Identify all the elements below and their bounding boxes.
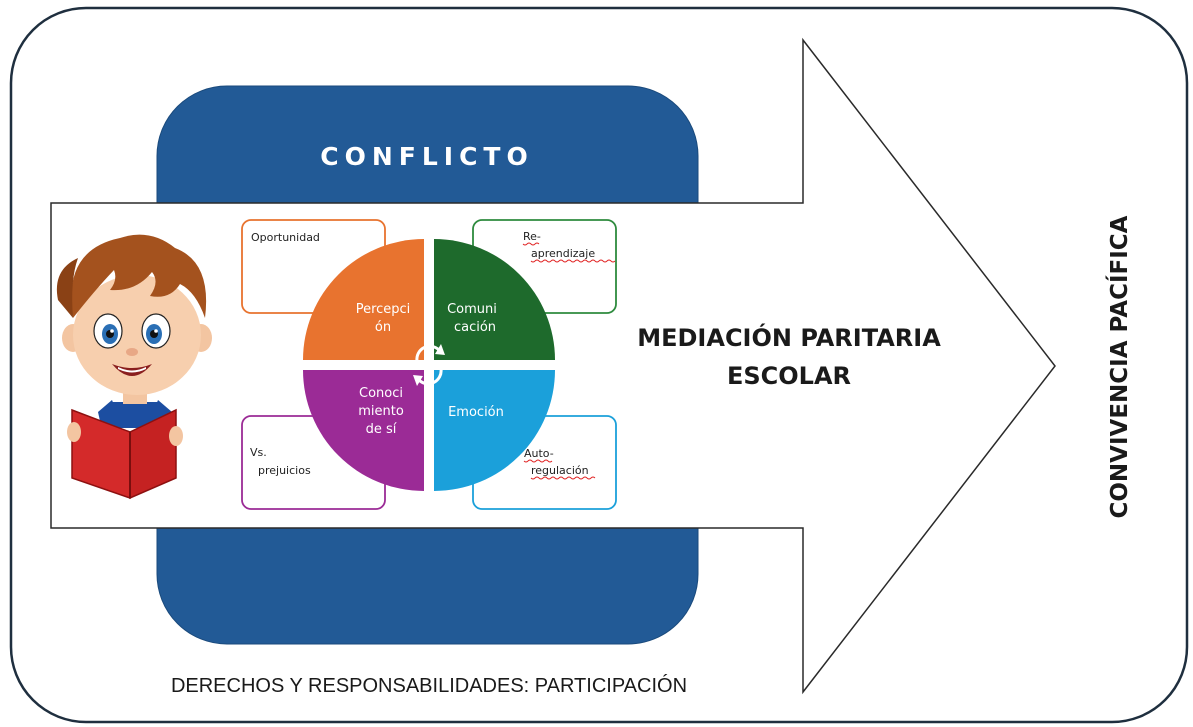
- quadrant-emotion: [434, 370, 555, 491]
- quadrant-communication-line1: Comuni: [447, 302, 497, 317]
- boy-reading-illustration: [56, 234, 212, 500]
- box-prejudice-line1: Vs.: [250, 446, 267, 459]
- quadrant-communication-line2: cación: [454, 320, 496, 335]
- mediation-title-line2: ESCOLAR: [727, 362, 851, 390]
- box-self-regulation-line1: Auto-: [524, 447, 554, 460]
- mediation-title-line1: MEDIACIÓN PARITARIA: [637, 322, 941, 352]
- quadrant-communication: [434, 239, 555, 360]
- quadrant-emotion-line1: Emoción: [448, 405, 504, 420]
- quadrant-self-knowledge-line3: de sí: [366, 422, 397, 437]
- quadrant-circle: [303, 239, 555, 491]
- spellcheck-underline-icon: [523, 459, 553, 463]
- quadrant-perception-line1: Percepci: [356, 302, 411, 317]
- spellcheck-underline-icon: [530, 259, 616, 263]
- quadrant-self-knowledge: [303, 370, 424, 491]
- rights-responsibilities-label: DERECHOS Y RESPONSABILIDADES: PARTICIPAC…: [171, 674, 687, 697]
- mediation-arrow: [50, 37, 1056, 695]
- box-relearning-line1: Re-: [523, 230, 541, 243]
- box-relearning-line2: aprendizaje: [531, 247, 595, 260]
- quadrant-self-knowledge-line2: miento: [358, 404, 404, 419]
- box-self-regulation-line2: regulación: [531, 464, 589, 477]
- box-opportunity-text: Oportunidad: [251, 231, 320, 244]
- quadrant-perception-line2: ón: [375, 320, 391, 335]
- peaceful-coexistence-label: CONVIVENCIA PACÍFICA: [1105, 215, 1133, 518]
- spellcheck-underline-icon: [522, 242, 540, 246]
- quadrant-perception: [303, 239, 424, 360]
- box-prejudice-line2: prejuicios: [258, 464, 311, 477]
- conflict-title: CONFLICTO: [320, 142, 534, 171]
- cycle-arrows-icon: [413, 344, 445, 386]
- spellcheck-underline-icon: [530, 476, 596, 480]
- quadrant-self-knowledge-line1: Conoci: [359, 386, 403, 401]
